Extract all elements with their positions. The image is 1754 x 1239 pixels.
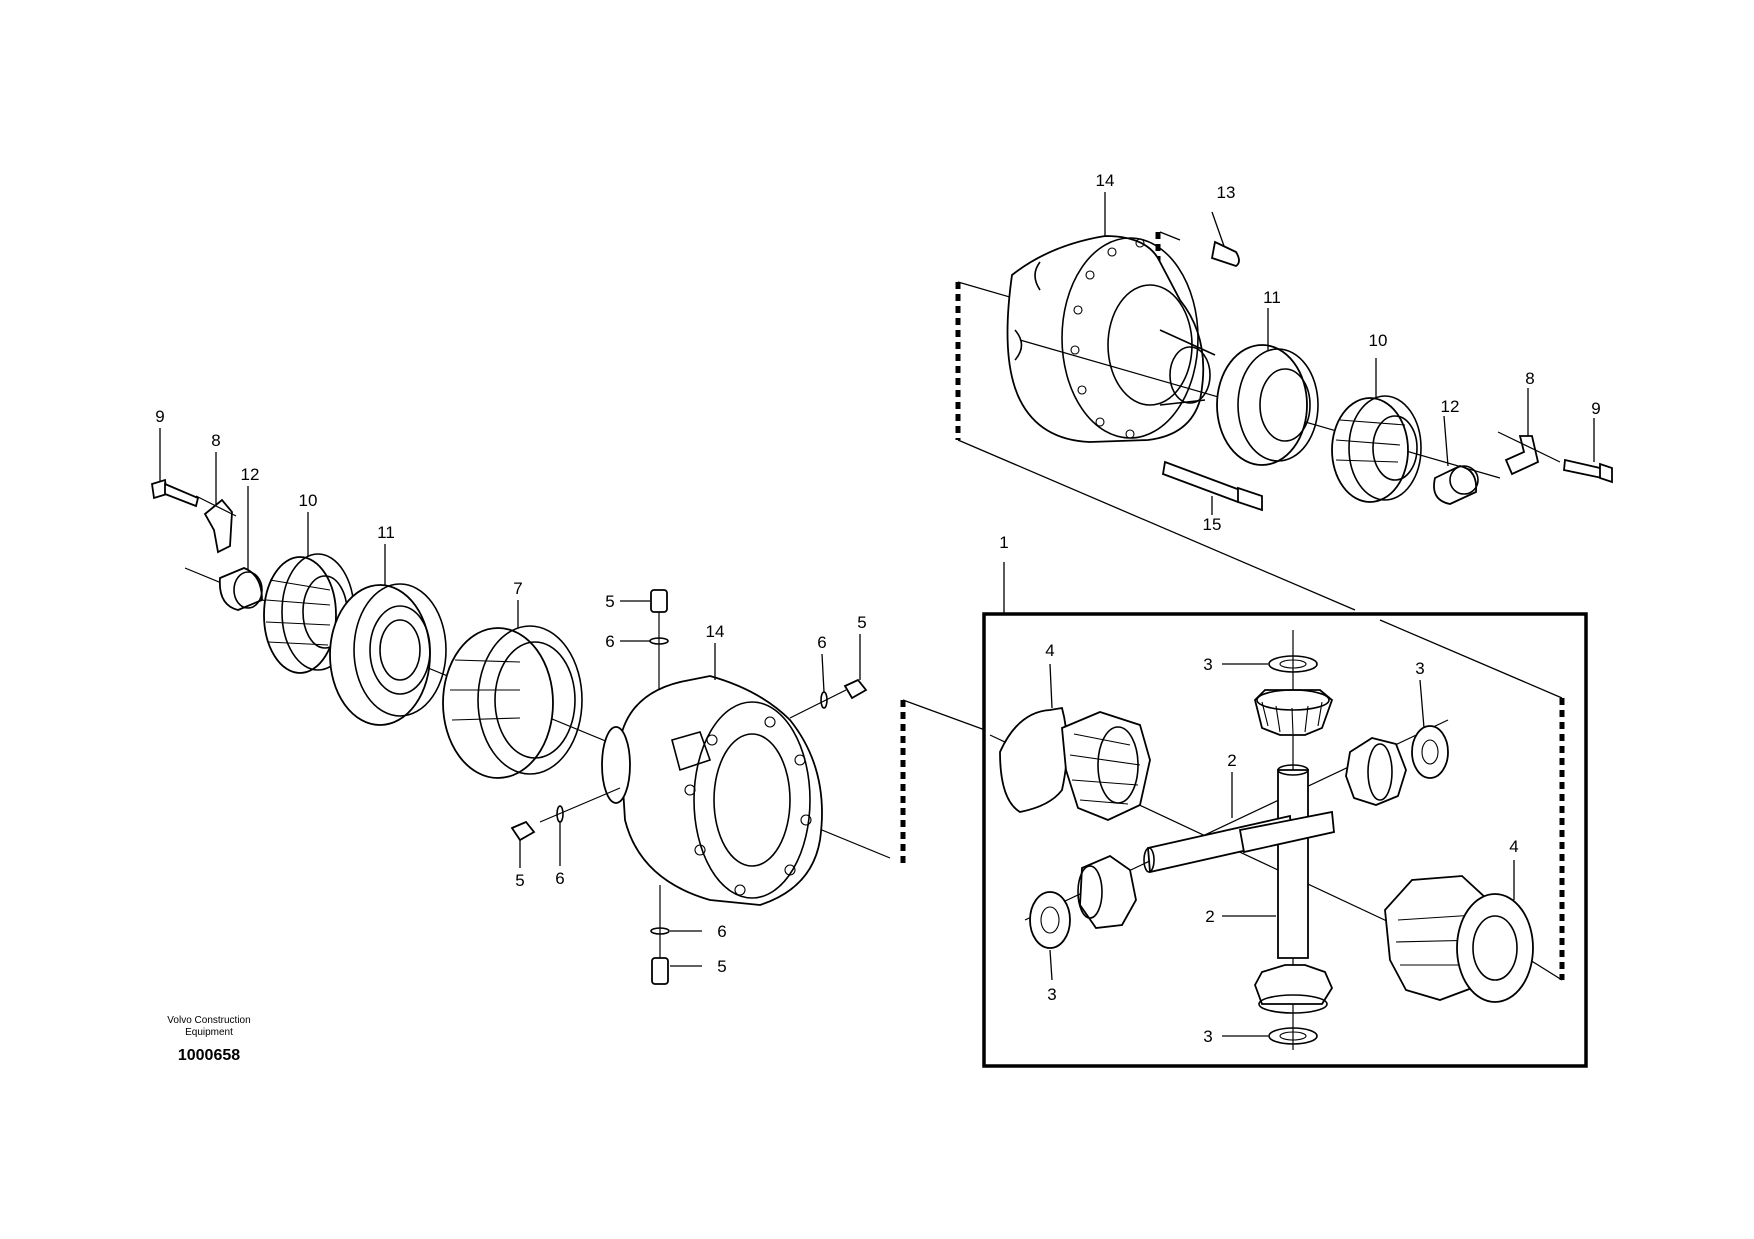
callout-6-ring-top: 6	[605, 632, 614, 651]
side-gear-4-left	[999, 663, 1151, 821]
lock-clip-8-top	[1497, 388, 1561, 476]
ring-7	[442, 600, 583, 779]
manufacturer-line-1: Volvo Construction	[167, 1015, 250, 1026]
callout-6-ring-right: 6	[817, 633, 826, 652]
callout-3-washer-top: 3	[1203, 655, 1212, 674]
bearing-11-left	[329, 544, 447, 726]
callout-3-washer-bottom: 3	[1203, 1027, 1212, 1046]
manufacturer-line-2: Equipment	[185, 1027, 233, 1038]
drawing-number: 1000658	[178, 1047, 240, 1064]
cross-shaft-2	[1143, 764, 1335, 959]
callout-9-left: 9	[155, 407, 164, 426]
callout-10-top: 10	[1369, 331, 1388, 350]
callout-5-pin-bottom: 5	[717, 957, 726, 976]
callout-4-side-gear-left: 4	[1045, 641, 1054, 660]
callout-11-left: 11	[377, 523, 395, 542]
callout-10-left: 10	[299, 491, 318, 510]
bolt-15-top	[1161, 460, 1263, 515]
thrust-washer-3-left	[1029, 891, 1071, 981]
ring-6-bottom	[650, 885, 702, 960]
callout-12-left: 12	[241, 465, 260, 484]
ring-6-top	[620, 637, 669, 645]
ring-nut-10-top	[1331, 358, 1422, 503]
callout-15-top: 15	[1203, 515, 1222, 534]
callout-7: 7	[513, 579, 522, 598]
callout-8-left: 8	[211, 431, 220, 450]
kit-frame	[982, 612, 1588, 1068]
callout-5-pin-left: 5	[515, 871, 524, 890]
thrust-washer-3-bottom	[1222, 1027, 1318, 1045]
thrust-washer-3-top	[1222, 655, 1318, 673]
alignment-line	[957, 439, 1356, 611]
callout-9-top: 9	[1591, 399, 1600, 418]
pin-5-bottom	[651, 957, 702, 985]
callout-14-middle: 14	[706, 622, 725, 641]
callout-14-top: 14	[1096, 171, 1115, 190]
thrust-washer-3-right	[1411, 679, 1449, 779]
callout-6-ring-bottom: 6	[717, 922, 726, 941]
callout-11-top: 11	[1263, 288, 1281, 307]
sleeve-12-left	[218, 486, 263, 611]
lock-clip-8-left	[195, 452, 237, 554]
sleeve-12-top	[1433, 415, 1479, 505]
pin-13	[1210, 211, 1240, 267]
pin-5-right	[789, 634, 868, 719]
top-assembly	[955, 211, 1613, 611]
callout-4-side-gear-right: 4	[1509, 837, 1518, 856]
callout-2-shaft-lower: 2	[1205, 907, 1214, 926]
differential-housing-top	[1006, 235, 1216, 443]
callout-2-shaft-upper: 2	[1227, 751, 1236, 770]
pinion-gear-top	[1254, 689, 1334, 736]
alignment-line	[1159, 231, 1181, 241]
callout-1-kit: 1	[999, 533, 1008, 552]
gear-set-box	[982, 562, 1588, 1068]
bolt-9-top	[1563, 418, 1613, 484]
ring-6-right	[820, 653, 828, 709]
left-assembly	[151, 428, 986, 985]
callout-5-pin-top: 5	[605, 592, 614, 611]
pin-5-top	[620, 589, 668, 690]
callout-5-pin-right: 5	[857, 613, 866, 632]
callout-8-top: 8	[1525, 369, 1534, 388]
pinion-gear-left	[1077, 854, 1137, 929]
bolt-9-left	[151, 428, 200, 508]
differential-carrier-14	[601, 643, 823, 906]
pinion-gear-bottom	[1254, 964, 1334, 1014]
callout-13-top: 13	[1217, 183, 1236, 202]
ring-6-left	[556, 805, 564, 866]
callout-12-top: 12	[1441, 397, 1460, 416]
callout-3-washer-right: 3	[1415, 659, 1424, 678]
pinion-gear-right	[1345, 737, 1407, 806]
callout-3-washer-left: 3	[1047, 985, 1056, 1004]
bearing-11-top	[1216, 308, 1319, 466]
pin-5-left	[510, 787, 621, 868]
side-gear-4-right	[1384, 860, 1534, 1003]
callout-6-ring-left: 6	[555, 869, 564, 888]
